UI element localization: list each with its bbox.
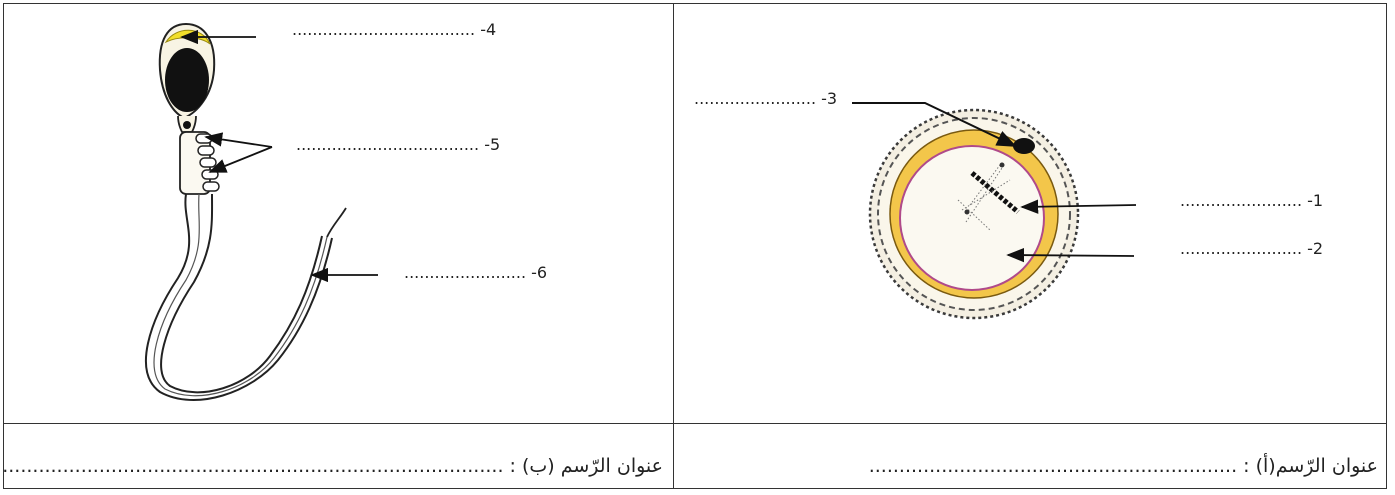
label-4-dots: ....................................	[292, 20, 476, 39]
label-4-number: -4	[480, 20, 497, 39]
mitochondrion	[199, 157, 217, 168]
centriole	[183, 121, 191, 129]
worksheet-table	[3, 3, 1387, 489]
label-1: ........................ -1	[1180, 192, 1323, 210]
pointer-line-1	[1020, 199, 1137, 214]
cytoplasm	[899, 145, 1045, 291]
pointer-line-5b	[208, 146, 273, 173]
drawing-b-title: عنوان الرّسم (ب) : .....................…	[2, 455, 663, 477]
label-2: ........................ -2	[1180, 240, 1323, 258]
mitochondrion	[195, 133, 213, 144]
label-2-dots: ........................	[1180, 239, 1303, 258]
label-5: .................................... -5	[296, 136, 500, 154]
sperm-nucleus	[165, 48, 209, 112]
label-1-dots: ........................	[1180, 191, 1303, 210]
flagellum-tip	[326, 207, 347, 238]
spindle-chromosomes	[970, 171, 1020, 214]
label-2-number: -2	[1307, 239, 1324, 258]
label-3-number: -3	[821, 89, 838, 108]
sperm-cell-diagram	[145, 22, 347, 401]
mitochondrion	[197, 145, 215, 156]
label-4: .................................... -4	[292, 21, 496, 39]
label-6-number: -6	[531, 263, 548, 282]
pointer-line-5a	[204, 132, 273, 148]
pointer-line-3	[852, 102, 1017, 147]
flagellum-outer	[145, 193, 333, 401]
pointer-line-2	[1006, 247, 1135, 263]
egg-cell-diagram	[868, 108, 1080, 320]
label-6-dots: ........................	[404, 263, 527, 282]
label-3-dots: ........................	[694, 89, 817, 108]
label-6: ........................ -6	[404, 264, 547, 282]
polar-body	[1013, 138, 1035, 154]
label-5-number: -5	[484, 135, 501, 154]
label-3: ........................ -3	[694, 90, 837, 108]
column-divider	[673, 4, 674, 488]
drawing-a-title: عنوان الرّسم(أ) : ......................…	[868, 455, 1378, 477]
label-5-dots: ....................................	[296, 135, 480, 154]
mitochondrion	[202, 181, 220, 192]
row-divider	[4, 423, 1386, 424]
label-1-number: -1	[1307, 191, 1324, 210]
